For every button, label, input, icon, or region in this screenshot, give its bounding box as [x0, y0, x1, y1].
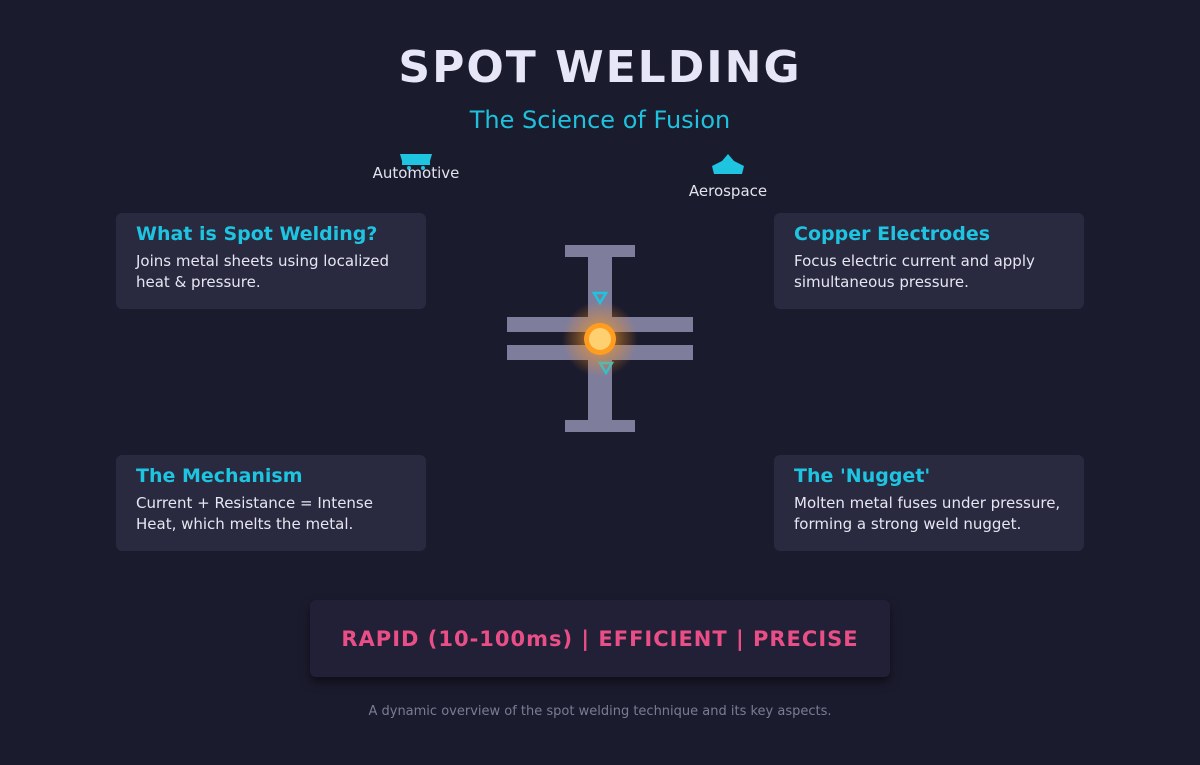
- info-card-mechanism: The Mechanism Current + Resistance = Int…: [116, 455, 426, 551]
- card-title: The Mechanism: [136, 465, 303, 487]
- upper-electrode-cap: [565, 245, 635, 257]
- info-card-copper-electrodes: Copper Electrodes Focus electric current…: [774, 213, 1084, 309]
- page-title: SPOT WELDING: [398, 42, 802, 93]
- industry-label: Automotive: [372, 164, 460, 182]
- weld-nugget-core: [589, 328, 611, 350]
- key-benefits-banner: RAPID (10-100ms) | EFFICIENT | PRECISE: [310, 600, 890, 677]
- card-description: Focus electric current and apply simulta…: [794, 252, 1035, 291]
- spot-welder-diagram: [507, 245, 693, 432]
- car-icon: [400, 154, 432, 170]
- industry-aerospace: Aerospace: [673, 152, 783, 200]
- airplane-icon: [712, 154, 744, 174]
- industry-label: Aerospace: [688, 182, 768, 200]
- card-description: Joins metal sheets using localized heat …: [136, 252, 389, 291]
- info-card-nugget: The 'Nugget' Molten metal fuses under pr…: [774, 455, 1084, 551]
- current-arrow-icon: [591, 291, 609, 306]
- page-subtitle: The Science of Fusion: [469, 106, 731, 134]
- footer-caption: A dynamic overview of the spot welding t…: [368, 704, 832, 719]
- lower-electrode-cap: [565, 420, 635, 432]
- card-description: Molten metal fuses under pressure, formi…: [794, 494, 1061, 533]
- info-card-what-is: What is Spot Welding? Joins metal sheets…: [116, 213, 426, 309]
- card-title: Copper Electrodes: [794, 223, 991, 245]
- industry-automotive: Automotive: [366, 152, 466, 188]
- card-title: The 'Nugget': [794, 465, 931, 487]
- card-description: Current + Resistance = Intense Heat, whi…: [136, 494, 373, 533]
- card-title: What is Spot Welding?: [136, 223, 378, 245]
- banner-text: RAPID (10-100ms) | EFFICIENT | PRECISE: [341, 626, 859, 651]
